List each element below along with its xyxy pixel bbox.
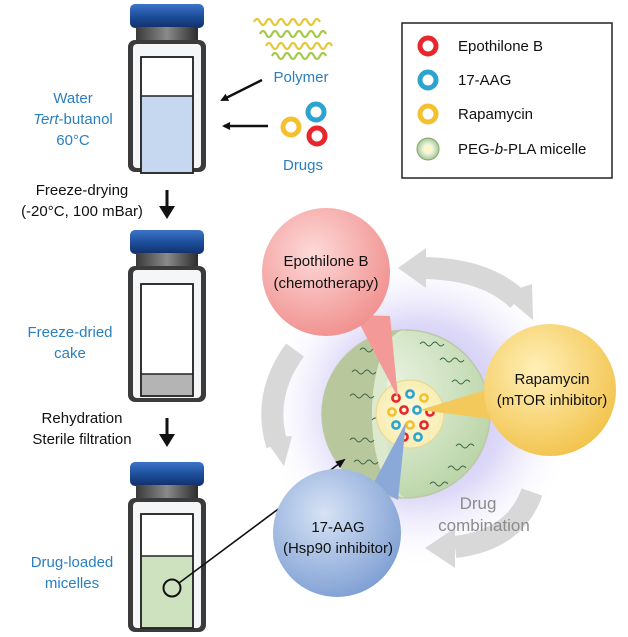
vial-freeze-dried (128, 230, 206, 402)
vial-solution (128, 4, 206, 174)
epothilone-bubble: Epothilone B (chemotherapy) (262, 208, 390, 336)
cycle-arrowheads (264, 248, 533, 568)
legend: Epothilone B 17-AAG Rapamycin PEG-b-PLA … (401, 22, 613, 179)
legend-rapamycin-label: Rapamycin (458, 106, 533, 123)
vial2-label-line2: cake (54, 345, 86, 362)
drug-combination-label-line1: Drug (460, 494, 497, 513)
down-arrow-2 (159, 418, 175, 447)
vial-micelles (128, 462, 206, 632)
rapamycin-bubble-tail (420, 388, 498, 420)
rapamycin-bubble-title: Rapamycin (514, 371, 589, 388)
aag-bubble-tail (372, 422, 406, 500)
polymer-arrow (220, 78, 263, 102)
epothilone-bubble-subtitle: (chemotherapy) (273, 275, 378, 292)
vial3-label-line2: micelles (45, 575, 99, 592)
zoom-circle (162, 578, 182, 598)
legend-epothilone-icon (417, 35, 439, 57)
aag-bubble: 17-AAG (Hsp90 inhibitor) (273, 469, 401, 597)
rapamycin-bubble-subtitle: (mTOR inhibitor) (497, 392, 608, 409)
step-freeze-drying: Freeze-drying (36, 182, 129, 199)
epothilone-bubble-title: Epothilone B (283, 253, 368, 270)
vial3-label-line1: Drug-loaded (31, 554, 114, 571)
drugs-icon (280, 101, 328, 147)
drug-combination-label-line2: combination (438, 516, 530, 535)
vial1-label-temp: 60°C (56, 132, 90, 149)
aag-bubble-title: 17-AAG (311, 519, 364, 536)
legend-epothilone-label: Epothilone B (458, 38, 543, 55)
legend-rapamycin-icon (417, 103, 439, 125)
legend-micelle-label: PEG-b-PLA micelle (458, 141, 586, 158)
micelle-sphere (321, 329, 491, 499)
polymer-icon (253, 17, 333, 61)
legend-micelle-icon (416, 137, 440, 161)
step-rehydration: Rehydration (42, 410, 123, 427)
rapamycin-bubble: Rapamycin (mTOR inhibitor) (484, 324, 616, 456)
legend-aag-label: 17-AAG (458, 72, 511, 89)
aag-bubble-subtitle: (Hsp90 inhibitor) (283, 540, 393, 557)
vial1-label-solvent: Tert-butanol (33, 111, 113, 128)
step-freeze-drying-conditions: (-20°C, 100 mBar) (21, 203, 143, 220)
drugs-label: Drugs (283, 157, 323, 174)
epothilone-bubble-tail (355, 315, 398, 398)
legend-aag-icon (417, 69, 439, 91)
step-sterile-filtration: Sterile filtration (32, 431, 131, 448)
down-arrow-1 (159, 190, 175, 219)
vial1-label-water: Water (53, 90, 92, 107)
polymer-label: Polymer (273, 69, 328, 86)
vial2-label-line1: Freeze-dried (27, 324, 112, 341)
